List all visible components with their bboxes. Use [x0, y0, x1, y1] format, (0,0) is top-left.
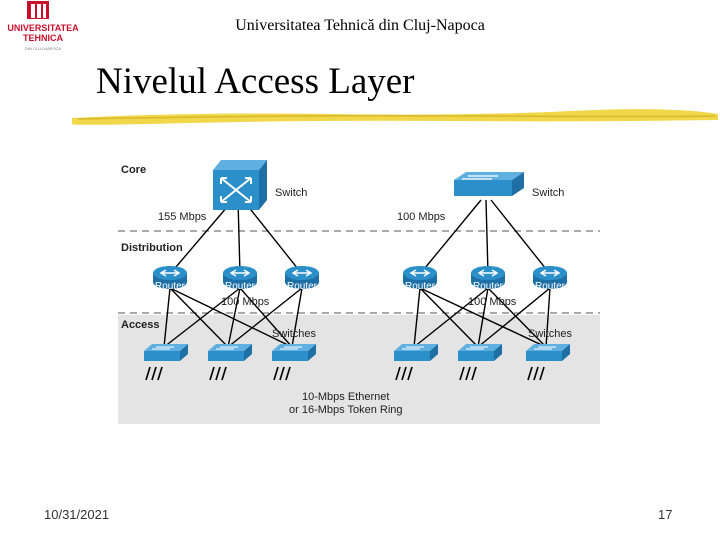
access-switch [393, 343, 439, 381]
network-diagram: Core Distribution Access Swit [118, 160, 600, 424]
speed-label-100-distribution-right: 100 Mbps [468, 296, 517, 308]
core-links [169, 199, 551, 275]
core-switch-label-left: Switch [275, 187, 307, 199]
router: Router [222, 265, 258, 292]
page-header: Universitatea Tehnică din Cluj-Napoca [235, 17, 485, 34]
university-logo: UNIVERSITATEA TEHNICA DIN CLUJ-NAPOCA [7, 1, 79, 51]
page-number: 17 [658, 507, 673, 522]
access-switch [525, 343, 571, 381]
core-switch-right [454, 172, 524, 196]
layer-label-distribution: Distribution [121, 242, 183, 254]
access-media-label-line2: or 16-Mbps Token Ring [289, 404, 403, 416]
access-media-label-line1: 10-Mbps Ethernet [302, 391, 389, 403]
speed-label-155: 155 Mbps [158, 211, 207, 223]
router: Router [284, 265, 320, 292]
router-label: Router [155, 281, 186, 292]
core-switch-label-right: Switch [532, 187, 564, 199]
router-label: Router [535, 281, 566, 292]
router: Router [402, 265, 438, 292]
access-switch [457, 343, 503, 381]
router-label: Router [473, 281, 504, 292]
router-label: Router [225, 281, 256, 292]
access-switch [271, 343, 317, 381]
logo-line1: UNIVERSITATEA [7, 23, 79, 33]
router-label: Router [405, 281, 436, 292]
title-underline [71, 109, 718, 125]
router: Router [152, 265, 188, 292]
speed-label-100-distribution-left: 100 Mbps [221, 296, 270, 308]
access-switch [143, 343, 189, 381]
access-switch [207, 343, 253, 381]
switches-label-left: Switches [272, 328, 317, 340]
logo-line2: TEHNICA [23, 33, 63, 43]
core-multilayer-switch [213, 160, 267, 210]
slide-title: Nivelul Access Layer [96, 61, 415, 102]
logo-emblem [27, 1, 49, 19]
router: Router [532, 265, 568, 292]
layer-label-core: Core [121, 164, 146, 176]
router-label: Router [287, 281, 318, 292]
logo-line3: DIN CLUJ-NAPOCA [25, 46, 62, 51]
layer-label-access: Access [121, 319, 160, 331]
switches-label-right: Switches [528, 328, 573, 340]
access-layer-band [118, 315, 600, 424]
router: Router [470, 265, 506, 292]
speed-label-100-core: 100 Mbps [397, 211, 446, 223]
distribution-links [163, 287, 551, 348]
footer-date: 10/31/2021 [44, 507, 110, 522]
